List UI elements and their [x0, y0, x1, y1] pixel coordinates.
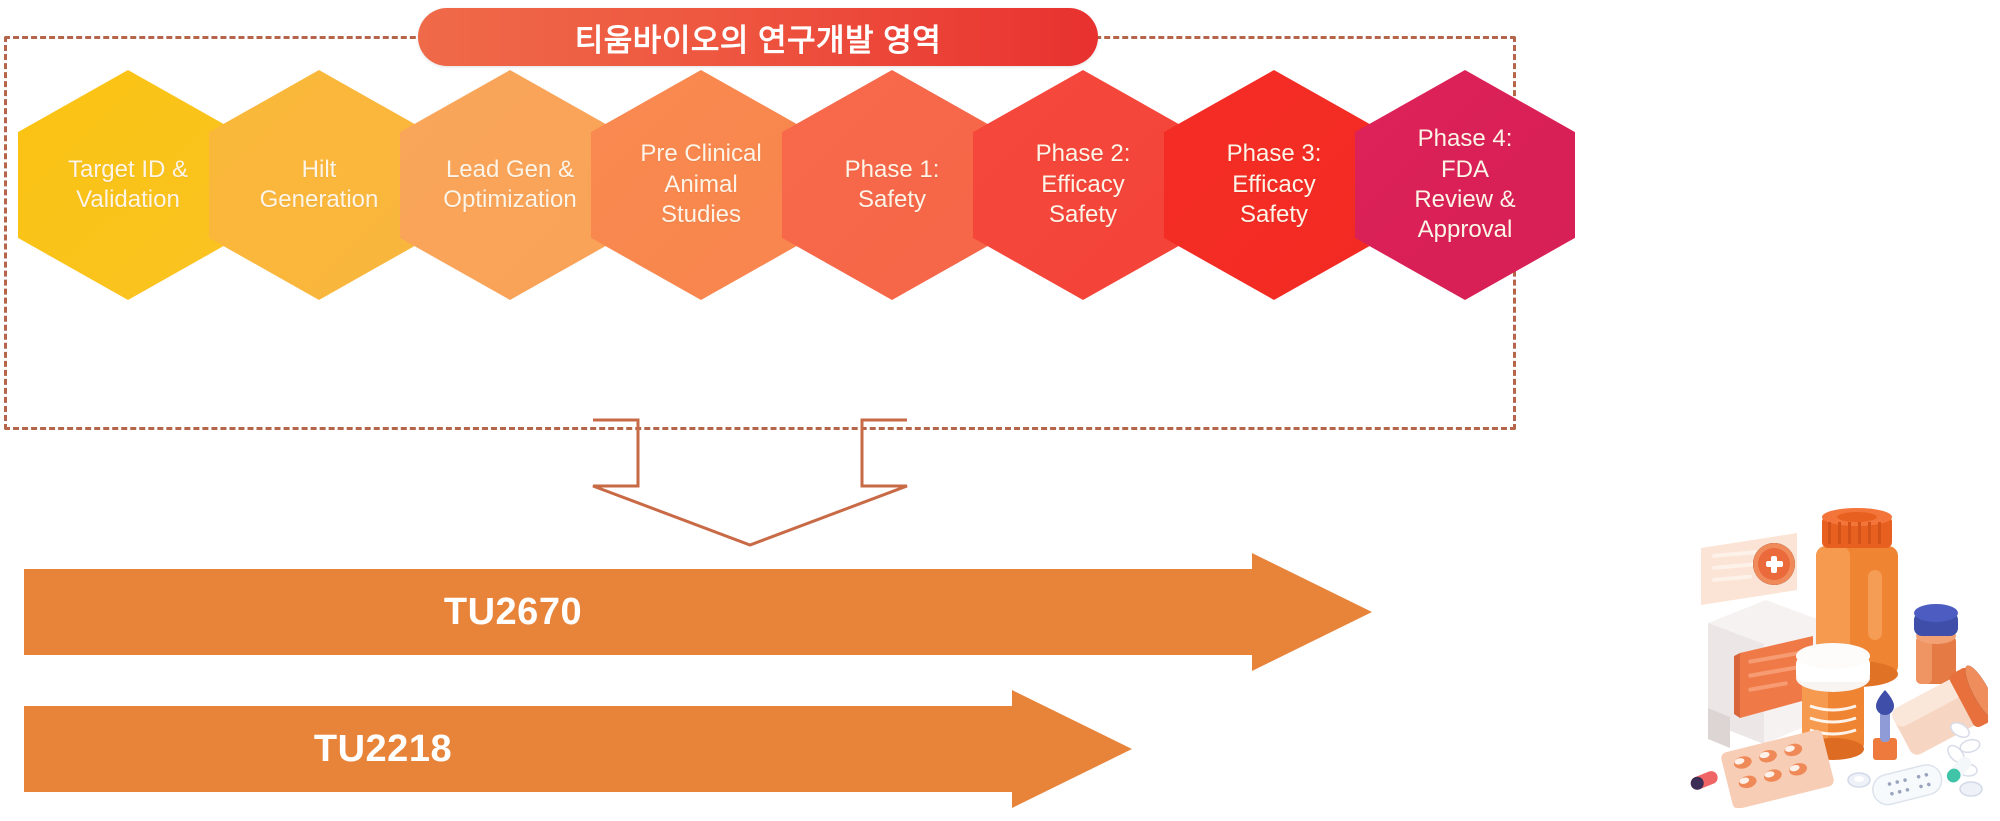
rnd-scope-title-banner: 티움바이오의 연구개발 영역 — [418, 8, 1098, 66]
program-bar-tu2218: TU2218 — [24, 690, 1132, 808]
pipeline-stage-label: Phase 1: Safety — [844, 155, 940, 213]
pipeline-stage-phase-3[interactable]: Phase 3: Efficacy Safety — [1164, 70, 1384, 300]
program-label-tu2670: TU2670 — [443, 590, 583, 633]
pipeline-stage-target-id-validation[interactable]: Target ID & Validation — [18, 70, 238, 300]
pipeline-stage-label: Phase 4: FDA Review & Approval — [1414, 125, 1516, 244]
pharmaceutical-products-illustration — [1668, 508, 1997, 809]
pipeline-stage-phase-4[interactable]: Phase 4: FDA Review & Approval — [1355, 70, 1575, 300]
pipeline-stage-label: Hilt Generation — [259, 155, 379, 213]
pipeline-stage-label: Target ID & Validation — [67, 155, 189, 213]
pipeline-stage-label: Phase 2: Efficacy Safety — [1035, 140, 1131, 229]
pipeline-stage-label: Pre Clinical Animal Studies — [640, 140, 762, 229]
pipeline-stage-row: Target ID & Validation Hilt Generation Lea… — [0, 70, 2000, 300]
pipeline-stage-label: Phase 3: Efficacy Safety — [1226, 140, 1322, 229]
program-arrow-shape-tu2670 — [24, 553, 1372, 671]
pipeline-stage-label: Lead Gen & Optimization — [443, 155, 577, 213]
scope-to-programs-arrow — [590, 418, 910, 548]
pipeline-stage-pre-clinical[interactable]: Pre Clinical Animal Studies — [591, 70, 811, 300]
program-bar-tu2670: TU2670 — [24, 553, 1372, 671]
pipeline-stage-hit-generation[interactable]: Hilt Generation — [209, 70, 429, 300]
pipeline-stage-phase-1[interactable]: Phase 1: Safety — [782, 70, 1002, 300]
pipeline-stage-lead-gen-optimization[interactable]: Lead Gen & Optimization — [400, 70, 620, 300]
pipeline-stage-phase-2[interactable]: Phase 2: Efficacy Safety — [973, 70, 1193, 300]
program-arrow-shape-tu2218 — [24, 690, 1132, 808]
page-title: 티움바이오의 연구개발 영역 — [574, 22, 942, 58]
program-label-tu2218: TU2218 — [313, 727, 453, 770]
